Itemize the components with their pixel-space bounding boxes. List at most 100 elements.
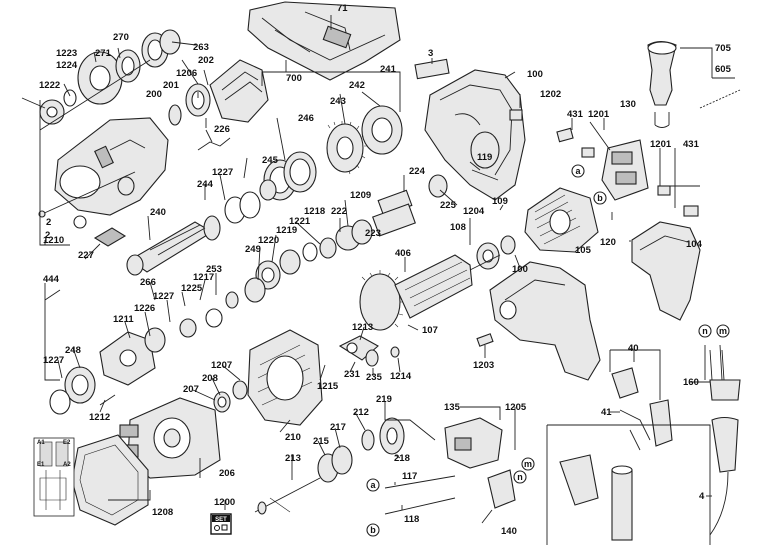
- armature: [359, 254, 501, 331]
- label-266: 266: [140, 277, 156, 288]
- chuck-assembly: [39, 29, 211, 126]
- label-1224: 1224: [56, 60, 78, 71]
- label-2b: 2: [45, 230, 50, 241]
- svg-text:m: m: [524, 459, 532, 469]
- label-105: 105: [575, 245, 592, 256]
- svg-text:b: b: [597, 193, 603, 203]
- label-1217: 1217: [193, 272, 214, 283]
- label-1215: 1215: [317, 381, 339, 392]
- callout-m-bottom: m: [521, 457, 535, 471]
- gear-set: [326, 105, 403, 175]
- label-1223: 1223: [56, 48, 77, 59]
- label-201: 201: [163, 80, 180, 91]
- label-700: 700: [286, 73, 302, 84]
- label-242: 242: [349, 80, 365, 91]
- svg-text:a: a: [370, 480, 376, 490]
- gear-cage: [247, 329, 323, 426]
- inset-a2: A2: [63, 462, 71, 468]
- label-71: 71: [337, 3, 348, 14]
- label-1210: 1210: [43, 235, 64, 246]
- part-labels: 71 700 3 100 705 605 270 263 1223 271 12…: [39, 3, 732, 537]
- label-1200: 1200: [214, 497, 235, 508]
- set-badge-text: SET: [215, 517, 227, 523]
- svg-text:n: n: [702, 326, 708, 336]
- label-249: 249: [245, 244, 261, 255]
- callout-b-top: b: [593, 191, 607, 205]
- label-40: 40: [628, 343, 639, 354]
- label-1204: 1204: [463, 206, 485, 217]
- cord-guard-parts: [559, 367, 673, 541]
- label-263: 263: [193, 42, 209, 53]
- label-104: 104: [686, 239, 703, 250]
- label-100: 100: [527, 69, 543, 80]
- label-1213: 1213: [352, 322, 373, 333]
- label-4: 4: [699, 491, 705, 502]
- power-cord: [709, 349, 741, 536]
- callout-m-top: m: [716, 324, 730, 338]
- main-housing-grip: [489, 261, 601, 381]
- label-225: 225: [440, 200, 457, 211]
- label-246: 246: [298, 113, 314, 124]
- bearing-plate: [338, 335, 400, 367]
- label-231: 231: [344, 369, 361, 380]
- label-605: 605: [715, 64, 732, 75]
- callout-a-bottom: a: [366, 478, 380, 492]
- small-gears: [317, 417, 405, 483]
- label-215: 215: [313, 436, 330, 447]
- label-200: 200: [146, 89, 162, 100]
- label-140: 140: [501, 526, 517, 537]
- set-badge: [210, 513, 232, 535]
- label-3: 3: [428, 48, 433, 59]
- label-100b: 100: [512, 264, 528, 275]
- inset-e2: E2: [63, 440, 71, 446]
- motor-housing: [424, 69, 526, 201]
- label-248: 248: [65, 345, 81, 356]
- label-217: 217: [330, 422, 346, 433]
- label-226: 226: [214, 124, 230, 135]
- label-1221: 1221: [289, 216, 311, 227]
- label-160: 160: [683, 377, 699, 388]
- label-119: 119: [477, 152, 492, 163]
- label-1209: 1209: [350, 190, 371, 201]
- label-210: 210: [285, 432, 301, 443]
- trigger-switch: [444, 417, 516, 509]
- label-244: 244: [197, 179, 214, 190]
- spring-118: [384, 497, 456, 515]
- label-202: 202: [198, 55, 214, 66]
- callout-b-bottom: b: [366, 523, 380, 537]
- label-1203: 1203: [473, 360, 494, 371]
- brush-plug: [509, 109, 523, 121]
- label-1222: 1222: [39, 80, 60, 91]
- label-270: 270: [113, 32, 129, 43]
- label-1227b: 1227: [153, 291, 174, 302]
- label-117: 117: [402, 471, 417, 482]
- label-1225: 1225: [181, 283, 203, 294]
- svg-text:m: m: [719, 326, 727, 336]
- label-1214: 1214: [390, 371, 412, 382]
- piston-parts: [372, 174, 448, 237]
- label-431b: 431: [683, 139, 700, 150]
- label-1211: 1211: [113, 314, 134, 325]
- label-1226: 1226: [134, 303, 155, 314]
- clutch-bracket: [49, 318, 197, 415]
- label-107: 107: [422, 325, 438, 336]
- label-1202: 1202: [540, 89, 561, 100]
- slider-switch: [93, 227, 127, 247]
- label-253: 253: [206, 264, 222, 275]
- label-41: 41: [601, 407, 612, 418]
- leader-lines: [21, 15, 735, 545]
- label-1218: 1218: [304, 206, 325, 217]
- svg-text:n: n: [517, 472, 523, 482]
- callout-a-top: a: [571, 164, 585, 178]
- label-206: 206: [219, 468, 235, 479]
- label-1227c: 1227: [43, 355, 64, 366]
- label-218: 218: [394, 453, 410, 464]
- label-1212: 1212: [89, 412, 110, 423]
- svg-text:b: b: [370, 525, 376, 535]
- spring-117: [384, 475, 456, 489]
- label-271: 271: [95, 48, 112, 59]
- drive-shaft: [254, 477, 321, 515]
- label-1201b: 1201: [650, 139, 672, 150]
